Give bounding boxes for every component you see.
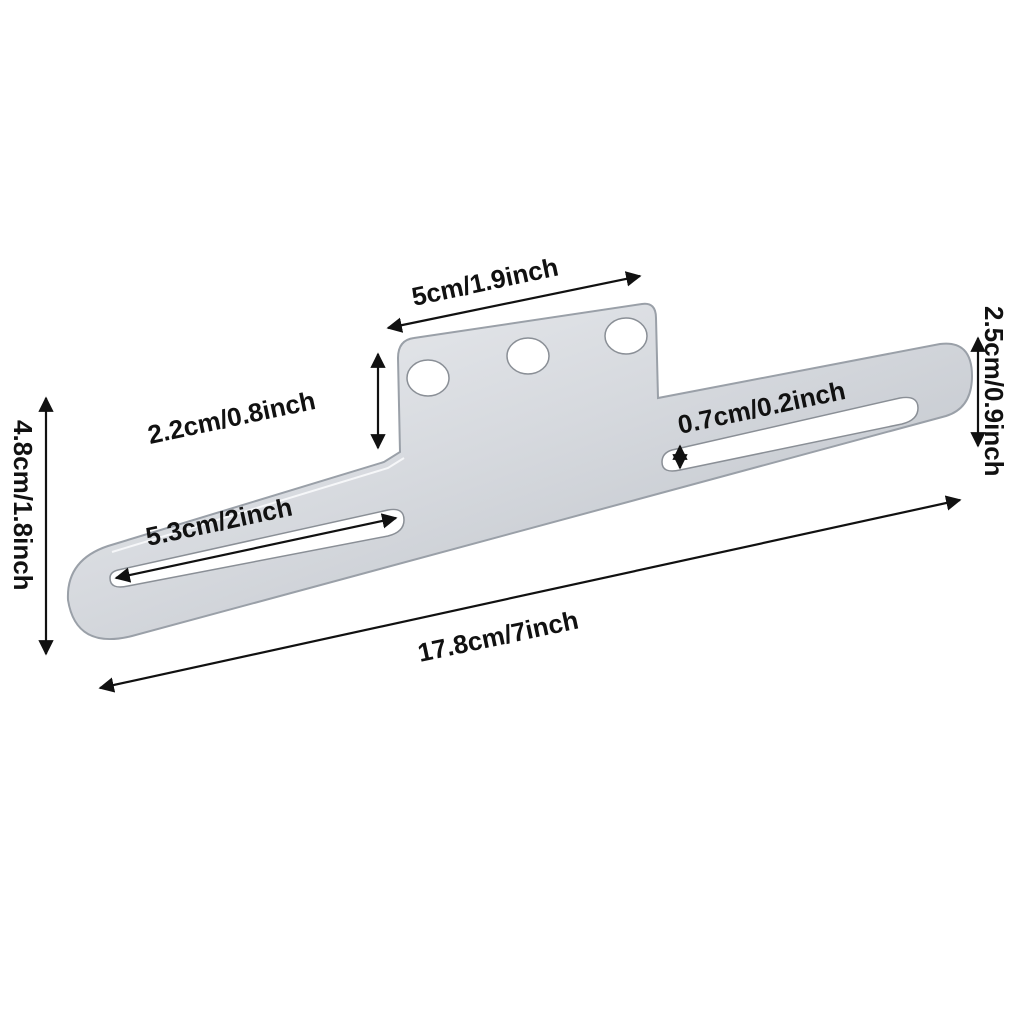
right-height-label: 2.5cm/0.9inch <box>979 306 1009 477</box>
mounting-hole-right <box>604 317 648 355</box>
slot-right <box>661 396 919 472</box>
top-width-dimension-line <box>386 271 642 333</box>
total-length-dimension-line <box>98 495 962 693</box>
tab-height-label: 2.2cm/0.8inch <box>145 385 318 450</box>
top-width-label: 5cm/1.9inch <box>409 252 561 312</box>
total-height-label: 4.8cm/1.8inch <box>8 420 38 591</box>
mounting-hole-center <box>506 337 550 375</box>
mounting-hole-left <box>406 359 450 397</box>
